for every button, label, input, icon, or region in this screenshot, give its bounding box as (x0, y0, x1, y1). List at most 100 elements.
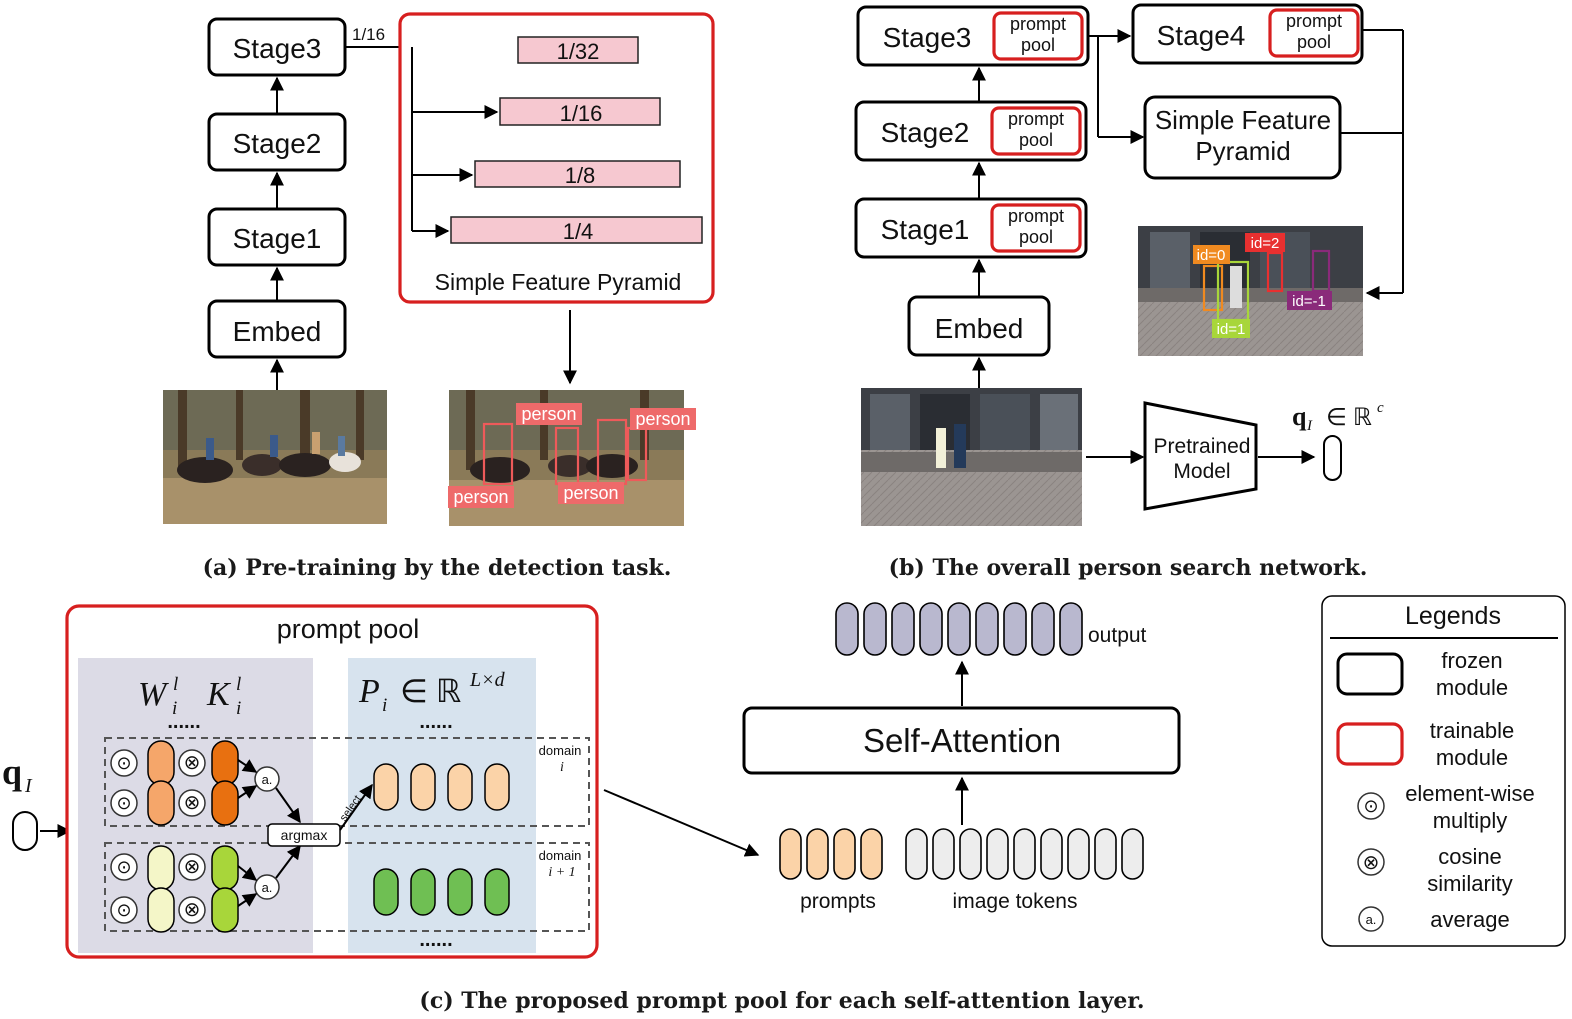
id-tag-0-label: id=0 (1197, 247, 1226, 264)
id-tag-1 (1212, 319, 1250, 338)
prompt-pool-title: prompt pool (277, 614, 420, 644)
query-symbol-c: q (2, 752, 22, 792)
k-symbol: K (206, 676, 232, 713)
detection-tag-2 (630, 408, 696, 430)
k-sup: l (236, 674, 241, 695)
ew-multiply-icon: ⊙ (1363, 796, 1378, 816)
domain-i1-keys: ⊙ ⊗ ⊙ ⊗ a. (110, 844, 301, 933)
detection-tag-3 (448, 486, 514, 508)
pyramid-level-1-16-label: 1/16 (560, 101, 603, 126)
prompt-token-i1 (484, 868, 510, 916)
pyramid-level-1-32 (517, 36, 639, 64)
ew-multiply-icon: ⊙ (116, 857, 131, 877)
ew-multiply-icon: ⊙ (116, 900, 131, 920)
stage1-box-a (207, 207, 347, 267)
self-attention-label: Self-Attention (863, 722, 1061, 759)
legend-ew-line1: element-wise (1405, 781, 1535, 806)
cosine-icon: ⊗ (184, 856, 201, 878)
detection-tag-4-label: person (563, 483, 618, 503)
panel-a: Stage3 Stage2 Stage1 Embed 1/16 1/32 1/1… (163, 12, 715, 581)
prompt-token-i (410, 763, 436, 811)
arrow-pool-to-prompts (603, 789, 760, 857)
domain-i-box (104, 737, 590, 827)
prompt-tokens-input (779, 828, 883, 880)
stage2-pool-line2: pool (1019, 130, 1053, 150)
stage1-pool-line1: prompt (1008, 206, 1064, 226)
pedestrian-photo (861, 388, 1082, 526)
cosine-icon: ⊗ (1363, 852, 1380, 874)
stage3-pool-line2: pool (1021, 35, 1055, 55)
domain-i-keys: ⊙ ⊗ ⊙ ⊗ a. (110, 740, 301, 826)
output-label: output (1088, 624, 1147, 647)
legend-trainable-line1: trainable (1430, 718, 1514, 743)
legend-ew-swatch (1357, 792, 1385, 820)
detection-tag-1 (516, 403, 582, 425)
prompt-token-i (447, 763, 473, 811)
cosine-icon: ⊗ (184, 752, 201, 774)
legend-trainable-swatch (1336, 722, 1404, 766)
id-tag-1-label: id=1 (1217, 321, 1246, 338)
pretrained-label-line1: Pretrained (1154, 435, 1251, 458)
pyramid-level-1-32-label: 1/32 (557, 39, 600, 64)
embed-label-a: Embed (233, 316, 322, 347)
domain-i1-box (104, 842, 590, 932)
legend-frozen-line2: module (1436, 675, 1508, 700)
embed-box-a (207, 299, 347, 359)
id-tag-2-label: id=2 (1251, 235, 1280, 252)
stride-label: 1/16 (352, 25, 385, 44)
legend-cos-line2: similarity (1427, 871, 1513, 896)
prompt-token-i (484, 763, 510, 811)
image-tokens (905, 828, 1144, 880)
domain-i-label: domain (539, 743, 582, 758)
embed-box-b (907, 295, 1051, 357)
prompt-token-i1 (410, 868, 436, 916)
detection-tag-4 (558, 482, 624, 504)
detection-tag-3-label: person (453, 487, 508, 507)
prompts-label: prompts (800, 890, 876, 913)
image-tokens-label: image tokens (953, 890, 1078, 913)
stage3-pool-line1: prompt (1010, 14, 1066, 34)
prompt-token-i1 (373, 868, 399, 916)
legend-cos-line1: cosine (1438, 844, 1502, 869)
w-symbol: W (138, 676, 169, 713)
sfp-label-line1: Simple Feature (1155, 105, 1331, 135)
w-sub: i (172, 698, 177, 719)
ew-multiply-icon: ⊙ (116, 793, 131, 813)
panel-b: Stage3 prompt pool Stage4 prompt pool St… (854, 3, 1404, 581)
stage1-label-a: Stage1 (233, 223, 322, 254)
pyramid-level-1-16 (499, 97, 661, 126)
caption-c: (c) The proposed prompt pool for each se… (419, 988, 1144, 1014)
self-attention-box (742, 706, 1181, 775)
stage2-label-b: Stage2 (881, 117, 970, 148)
pretrained-model-trapezoid (1143, 401, 1258, 511)
domain-i1-sub: i + 1 (548, 865, 575, 880)
stage1-prompt-pool (990, 203, 1082, 253)
horse-riding-photo (163, 390, 387, 524)
legend-frozen-line1: frozen (1441, 648, 1502, 673)
key-ellipsis-top: ...... (167, 711, 200, 733)
query-sup-b: c (1377, 400, 1384, 416)
domain-i1-label: domain (539, 848, 582, 863)
pyramid-level-1-4 (450, 216, 703, 244)
stage4-pool-line1: prompt (1286, 11, 1342, 31)
stage2-box-a (207, 112, 347, 172)
argmax-label: argmax (281, 827, 328, 843)
cosine-icon: ⊗ (184, 899, 201, 921)
cosine-icon: ⊗ (184, 792, 201, 814)
arrow-select (339, 783, 373, 831)
pyramid-level-1-8 (474, 160, 681, 188)
domain-i-sub: i (560, 760, 564, 775)
query-token-b (1323, 435, 1342, 481)
caption-a: (a) Pre-training by the detection task. (203, 555, 672, 581)
prompt-ellipsis-top: ...... (419, 711, 452, 733)
p-space: ∈ ℝ (400, 673, 461, 709)
stage2-prompt-pool (990, 106, 1082, 156)
prompt-token-i1 (447, 868, 473, 916)
stage1-label-b: Stage1 (881, 214, 970, 245)
ew-multiply-icon: ⊙ (116, 753, 131, 773)
id-tag-neg1 (1287, 291, 1332, 310)
detection-tag-2-label: person (635, 409, 690, 429)
stage3-label-b: Stage3 (883, 22, 972, 53)
k-sub: i (236, 698, 241, 719)
